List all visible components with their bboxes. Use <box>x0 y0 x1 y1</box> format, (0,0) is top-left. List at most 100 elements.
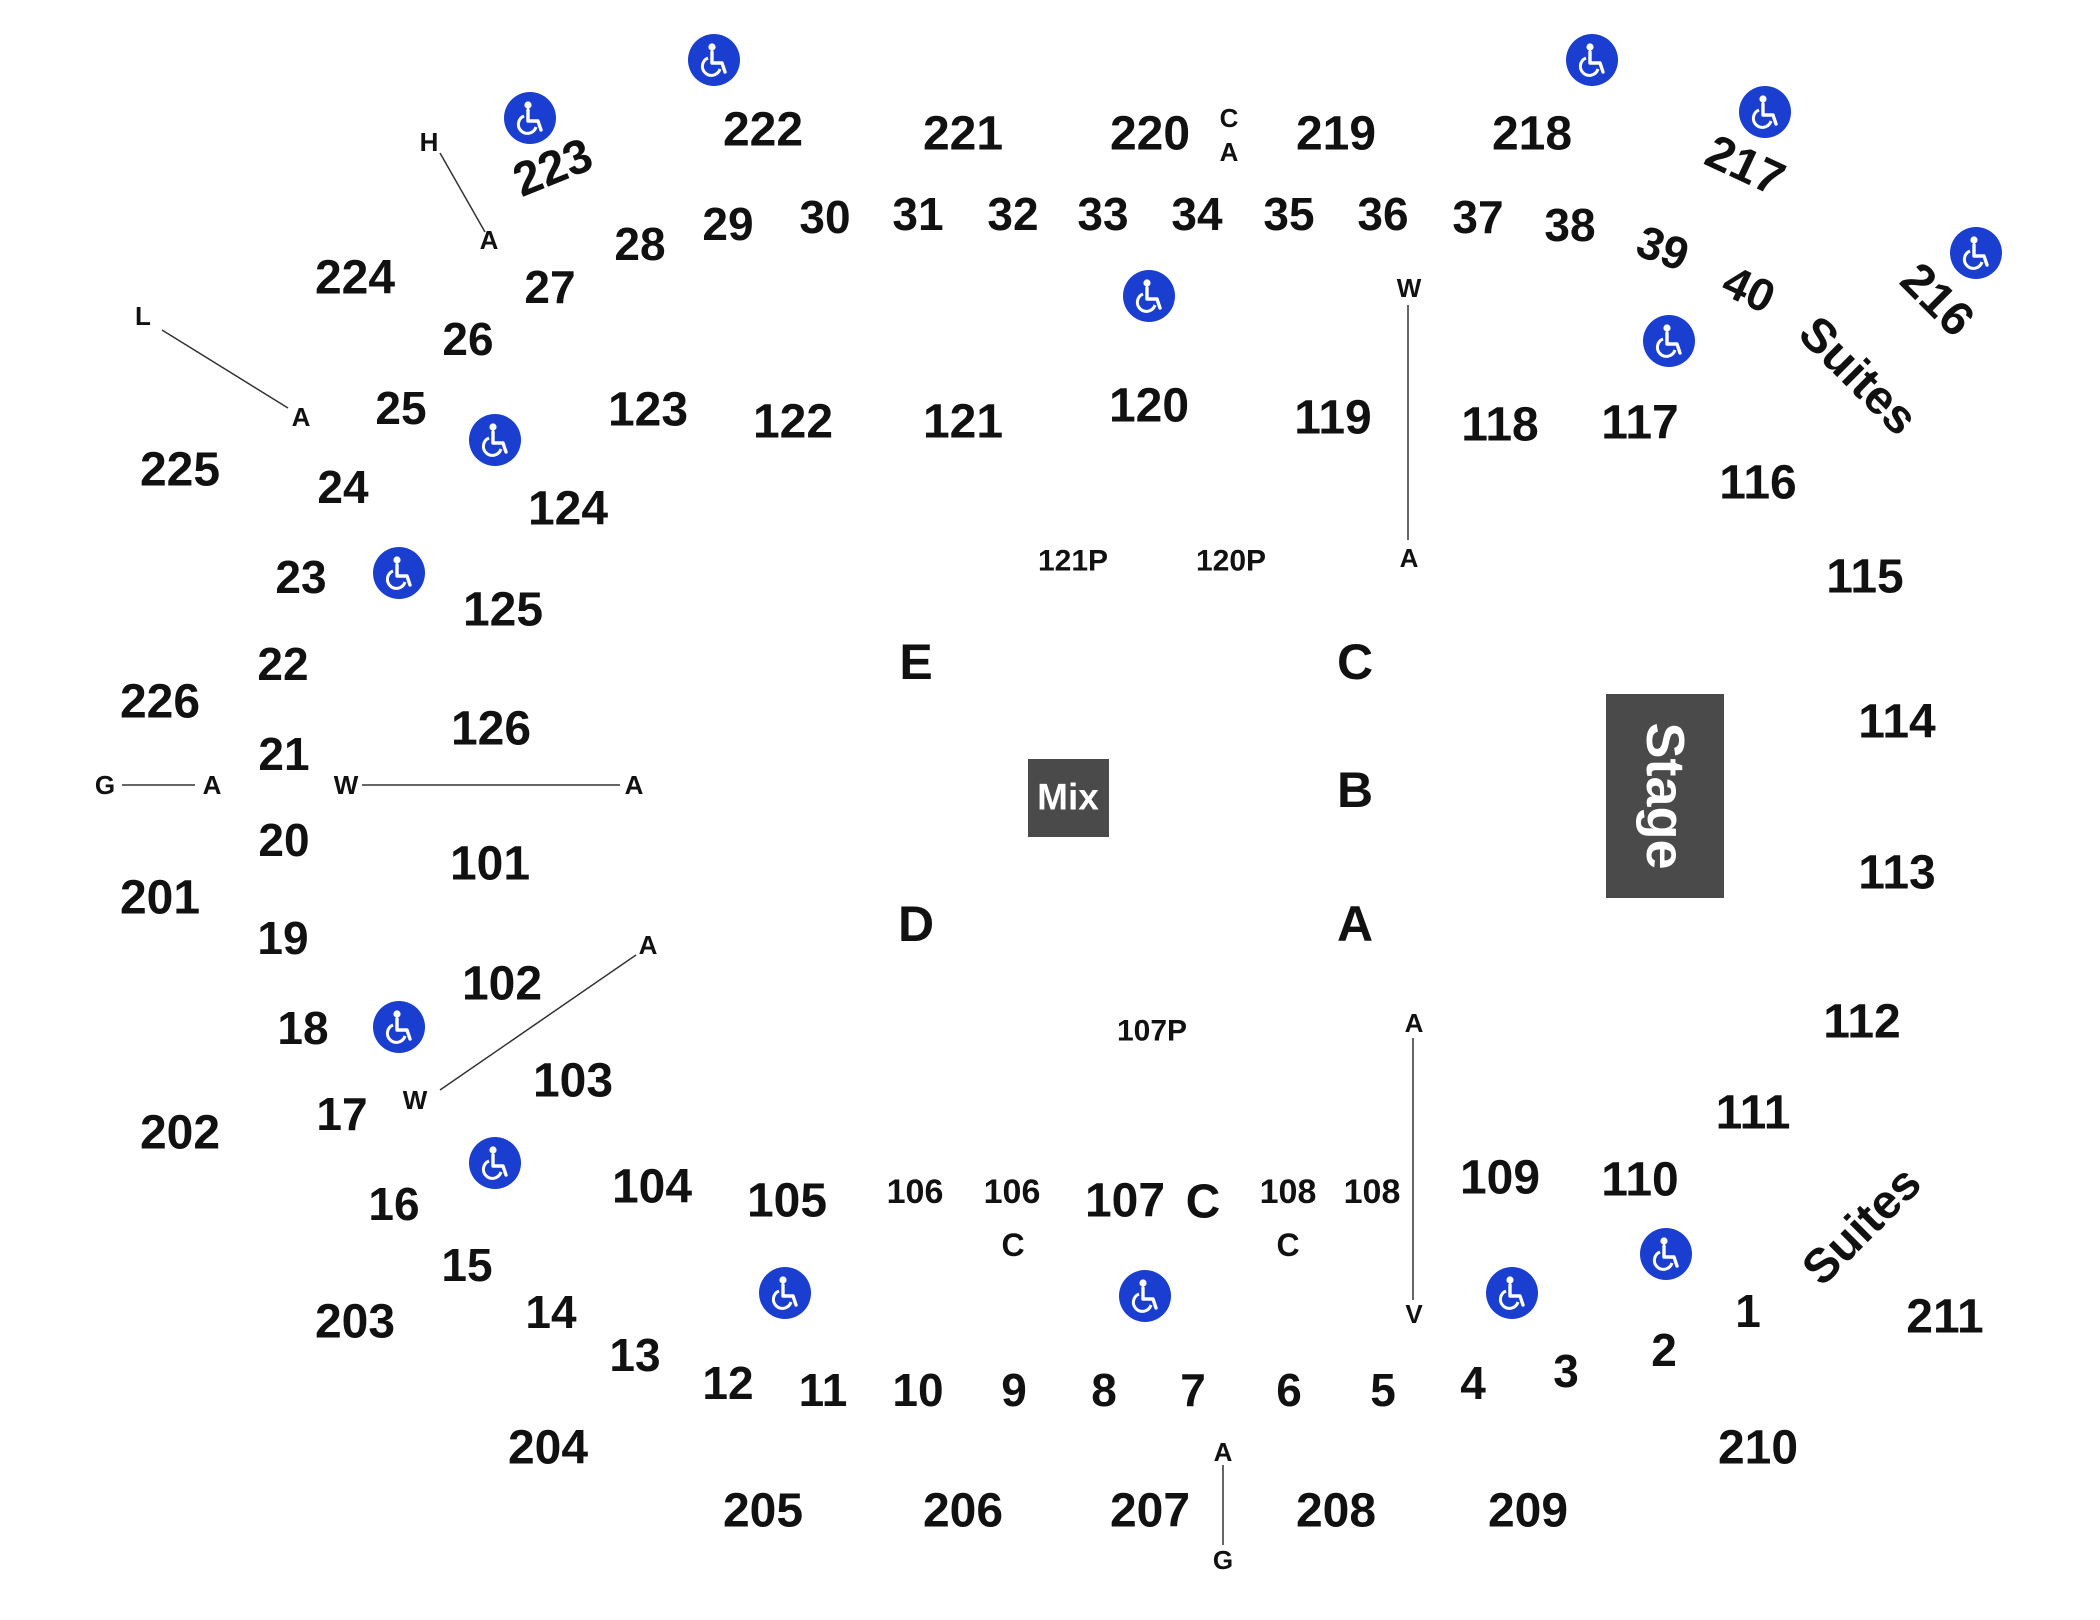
section-107p[interactable]: 107P <box>1117 1015 1187 1048</box>
wheelchair-icon[interactable] <box>1950 227 2002 279</box>
section-35[interactable]: 35 <box>1263 188 1314 240</box>
section-226[interactable]: 226 <box>120 676 200 729</box>
section-207[interactable]: 207 <box>1110 1485 1190 1538</box>
section-19[interactable]: 19 <box>257 912 308 964</box>
section-104[interactable]: 104 <box>612 1161 692 1214</box>
section-6[interactable]: 6 <box>1276 1364 1302 1416</box>
section-219[interactable]: 219 <box>1296 108 1376 161</box>
wheelchair-icon[interactable] <box>1566 34 1618 86</box>
section-222[interactable]: 222 <box>723 104 803 157</box>
section-21[interactable]: 21 <box>258 728 309 780</box>
suites-label-top[interactable]: Suites <box>1788 306 1927 445</box>
section-23[interactable]: 23 <box>275 551 326 603</box>
section-108-left[interactable]: 108 <box>1260 1173 1317 1211</box>
section-29[interactable]: 29 <box>702 198 753 250</box>
section-204[interactable]: 204 <box>508 1422 588 1475</box>
section-120[interactable]: 120 <box>1109 380 1189 433</box>
wheelchair-icon[interactable] <box>1119 1270 1171 1322</box>
section-26[interactable]: 26 <box>442 313 493 365</box>
wheelchair-icon[interactable] <box>504 92 556 144</box>
section-102[interactable]: 102 <box>462 958 542 1011</box>
section-17[interactable]: 17 <box>316 1088 367 1140</box>
section-101[interactable]: 101 <box>450 838 530 891</box>
section-10[interactable]: 10 <box>892 1364 943 1416</box>
section-11[interactable]: 11 <box>799 1364 848 1416</box>
wheelchair-icon[interactable] <box>688 34 740 86</box>
floor-section-c[interactable]: C <box>1337 634 1373 690</box>
wheelchair-icon[interactable] <box>759 1267 811 1319</box>
section-117[interactable]: 117 <box>1601 397 1678 450</box>
section-106-right[interactable]: 106 <box>984 1173 1041 1211</box>
section-39[interactable]: 39 <box>1630 215 1696 281</box>
section-36[interactable]: 36 <box>1357 188 1408 240</box>
section-124[interactable]: 124 <box>528 483 608 536</box>
section-16[interactable]: 16 <box>368 1178 419 1230</box>
floor-section-e[interactable]: E <box>899 634 932 690</box>
section-108-right[interactable]: 108 <box>1344 1173 1401 1211</box>
section-40[interactable]: 40 <box>1715 255 1783 324</box>
section-7[interactable]: 7 <box>1180 1364 1206 1416</box>
wheelchair-icon[interactable] <box>1643 315 1695 367</box>
wheelchair-icon[interactable] <box>469 414 521 466</box>
floor-section-b[interactable]: B <box>1337 762 1373 818</box>
section-5[interactable]: 5 <box>1370 1364 1396 1416</box>
section-121p[interactable]: 121P <box>1038 545 1108 578</box>
wheelchair-icon[interactable] <box>373 1001 425 1053</box>
section-33[interactable]: 33 <box>1077 188 1128 240</box>
section-32[interactable]: 32 <box>987 188 1038 240</box>
section-201[interactable]: 201 <box>120 872 200 925</box>
section-123[interactable]: 123 <box>608 384 688 437</box>
section-218[interactable]: 218 <box>1492 108 1572 161</box>
section-210[interactable]: 210 <box>1718 1422 1798 1475</box>
section-31[interactable]: 31 <box>892 188 943 240</box>
wheelchair-icon[interactable] <box>1486 1267 1538 1319</box>
section-18[interactable]: 18 <box>277 1002 328 1054</box>
section-112[interactable]: 112 <box>1823 996 1900 1049</box>
wheelchair-icon[interactable] <box>1123 270 1175 322</box>
section-22[interactable]: 22 <box>257 638 308 690</box>
section-13[interactable]: 13 <box>609 1329 660 1381</box>
section-4[interactable]: 4 <box>1460 1357 1486 1409</box>
floor-section-d[interactable]: D <box>898 896 934 952</box>
section-25[interactable]: 25 <box>375 382 426 434</box>
section-120p[interactable]: 120P <box>1196 545 1266 578</box>
section-34[interactable]: 34 <box>1171 188 1223 240</box>
section-27[interactable]: 27 <box>524 261 575 313</box>
section-208[interactable]: 208 <box>1296 1485 1376 1538</box>
section-118[interactable]: 118 <box>1461 399 1538 452</box>
section-115[interactable]: 115 <box>1826 551 1903 604</box>
section-209[interactable]: 209 <box>1488 1485 1568 1538</box>
section-217[interactable]: 217 <box>1698 125 1793 207</box>
section-38[interactable]: 38 <box>1544 199 1595 251</box>
section-224[interactable]: 224 <box>315 252 395 305</box>
section-110[interactable]: 110 <box>1601 1154 1678 1207</box>
section-2[interactable]: 2 <box>1651 1324 1677 1376</box>
section-206[interactable]: 206 <box>923 1485 1003 1538</box>
section-220[interactable]: 220 <box>1110 108 1190 161</box>
section-225[interactable]: 225 <box>140 444 220 497</box>
section-211[interactable]: 211 <box>1906 1291 1983 1344</box>
suites-label-bottom[interactable]: Suites <box>1792 1156 1931 1295</box>
section-105[interactable]: 105 <box>747 1175 827 1228</box>
section-109[interactable]: 109 <box>1460 1152 1540 1205</box>
section-12[interactable]: 12 <box>702 1357 753 1409</box>
section-14[interactable]: 14 <box>525 1286 577 1338</box>
section-15[interactable]: 15 <box>441 1239 492 1291</box>
section-203[interactable]: 203 <box>315 1296 395 1349</box>
section-119[interactable]: 119 <box>1294 392 1371 445</box>
wheelchair-icon[interactable] <box>373 547 425 599</box>
section-205[interactable]: 205 <box>723 1485 803 1538</box>
section-111[interactable]: 111 <box>1716 1087 1791 1140</box>
section-106-left[interactable]: 106 <box>887 1173 944 1211</box>
section-37[interactable]: 37 <box>1452 191 1503 243</box>
wheelchair-icon[interactable] <box>1739 86 1791 138</box>
section-1[interactable]: 1 <box>1735 1285 1761 1337</box>
section-24[interactable]: 24 <box>317 461 369 513</box>
section-107[interactable]: 107 <box>1085 1175 1165 1228</box>
section-122[interactable]: 122 <box>753 396 833 449</box>
section-121[interactable]: 121 <box>923 396 1003 449</box>
section-20[interactable]: 20 <box>258 814 309 866</box>
section-116[interactable]: 116 <box>1719 457 1796 510</box>
section-125[interactable]: 125 <box>463 584 543 637</box>
section-3[interactable]: 3 <box>1553 1345 1579 1397</box>
